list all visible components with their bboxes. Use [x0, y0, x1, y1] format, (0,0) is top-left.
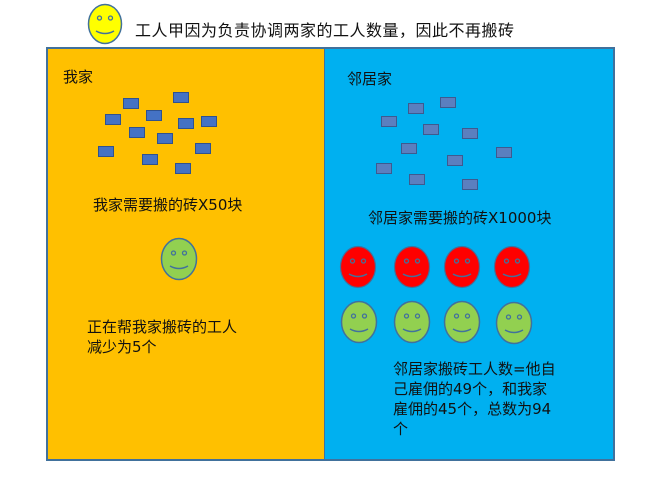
my-home-label: 我家	[63, 68, 94, 86]
green-smiley-icon	[160, 237, 198, 281]
brick-icon	[146, 110, 162, 121]
brick-icon	[376, 163, 392, 174]
brick-icon	[201, 116, 217, 127]
red-smiley-icon	[443, 245, 481, 289]
brick-icon	[496, 147, 512, 158]
neighbor-home-panel: 邻居家 邻居家需要搬的砖X1000块	[324, 47, 615, 461]
red-smiley-icon	[393, 245, 431, 289]
my-home-bricks-caption: 我家需要搬的砖X50块	[93, 196, 243, 214]
green-smiley-icon	[340, 300, 378, 344]
my-home-panel: 我家 我家需要搬的砖X50块 正在帮我家搬砖的工人 减少为5个	[46, 47, 325, 461]
neighbor-home-bricks-caption: 邻居家需要搬的砖X1000块	[368, 209, 552, 227]
my-home-workers-caption-line2: 减少为5个	[87, 338, 157, 356]
green-smiley-icon	[443, 300, 481, 344]
brick-icon	[175, 163, 191, 174]
brick-icon	[447, 155, 463, 166]
brick-icon	[105, 114, 121, 125]
neighbor-home-label: 邻居家	[347, 70, 393, 88]
brick-icon	[98, 146, 114, 157]
brick-icon	[423, 124, 439, 135]
green-smiley-icon	[495, 301, 533, 345]
red-smiley-icon	[493, 245, 531, 289]
neighbor-summary-line1: 邻居家搬砖工人数=他自	[393, 360, 556, 378]
brick-icon	[142, 154, 158, 165]
my-home-workers-caption-line1: 正在帮我家搬砖的工人	[87, 318, 238, 336]
green-smiley-icon	[393, 300, 431, 344]
yellow-smiley-icon	[87, 3, 123, 45]
neighbor-summary-line3: 雇佣的45个，总数为94	[393, 400, 552, 418]
brick-icon	[409, 174, 425, 185]
brick-icon	[462, 128, 478, 139]
brick-icon	[157, 133, 173, 144]
brick-icon	[462, 179, 478, 190]
brick-icon	[129, 127, 145, 138]
neighbor-summary-line2: 己雇佣的49个，和我家	[393, 380, 548, 398]
brick-icon	[123, 98, 139, 109]
red-smiley-icon	[339, 245, 377, 289]
brick-icon	[381, 116, 397, 127]
neighbor-summary-line4: 个	[393, 420, 409, 438]
brick-icon	[408, 103, 424, 114]
diagram-title: 工人甲因为负责协调两家的工人数量，因此不再搬砖	[135, 21, 515, 40]
brick-icon	[401, 143, 417, 154]
brick-icon	[173, 92, 189, 103]
brick-icon	[440, 97, 456, 108]
brick-icon	[178, 118, 194, 129]
brick-icon	[195, 143, 211, 154]
